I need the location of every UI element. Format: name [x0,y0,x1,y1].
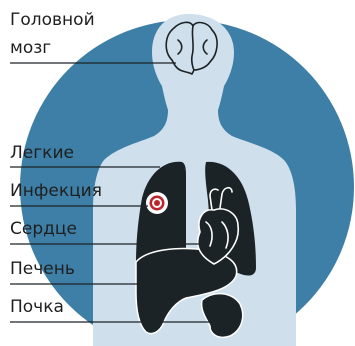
label-heart: Сердце [10,219,77,239]
infection-marker-icon [146,192,168,214]
label-lungs: Легкие [10,143,74,163]
label-kidney: Почка [10,297,64,317]
label-brain-line2: мозг [10,38,51,58]
label-infection: Инфекция [10,181,102,201]
label-liver: Печень [10,259,75,279]
label-brain-line1: Головной [10,10,95,30]
